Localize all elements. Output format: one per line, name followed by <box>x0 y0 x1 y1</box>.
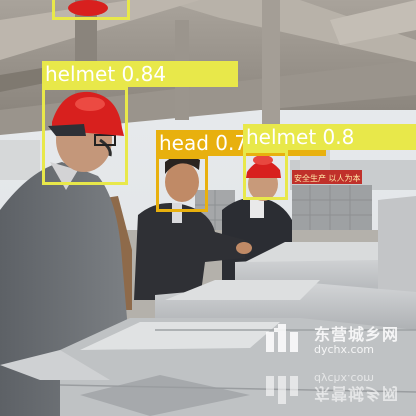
watermark-url: dychx.com <box>314 343 375 356</box>
helmet-detection-box <box>42 87 128 185</box>
head-detection-box <box>156 156 208 212</box>
house-logo-icon <box>266 324 298 352</box>
helmet-detection-label: helmet 0.84 <box>42 61 238 87</box>
watermark-name: 东营城乡网 <box>314 325 400 344</box>
watermark: 东营城乡网 dychx.com <box>264 318 410 362</box>
watermark-name-reflection: 东营城乡网 <box>314 384 400 403</box>
helmet-detection-box <box>243 150 288 200</box>
svg-text:安全生产 以人为本: 安全生产 以人为本 <box>294 173 361 183</box>
watermark-url-reflection: dychx.com <box>314 372 375 385</box>
helmet-detection-label: helmet 0.8 <box>243 124 416 150</box>
house-logo-icon <box>266 376 298 404</box>
watermark-reflection: 东营城乡网 dychx.com <box>264 366 410 410</box>
top-crop-detection-box <box>52 0 130 20</box>
